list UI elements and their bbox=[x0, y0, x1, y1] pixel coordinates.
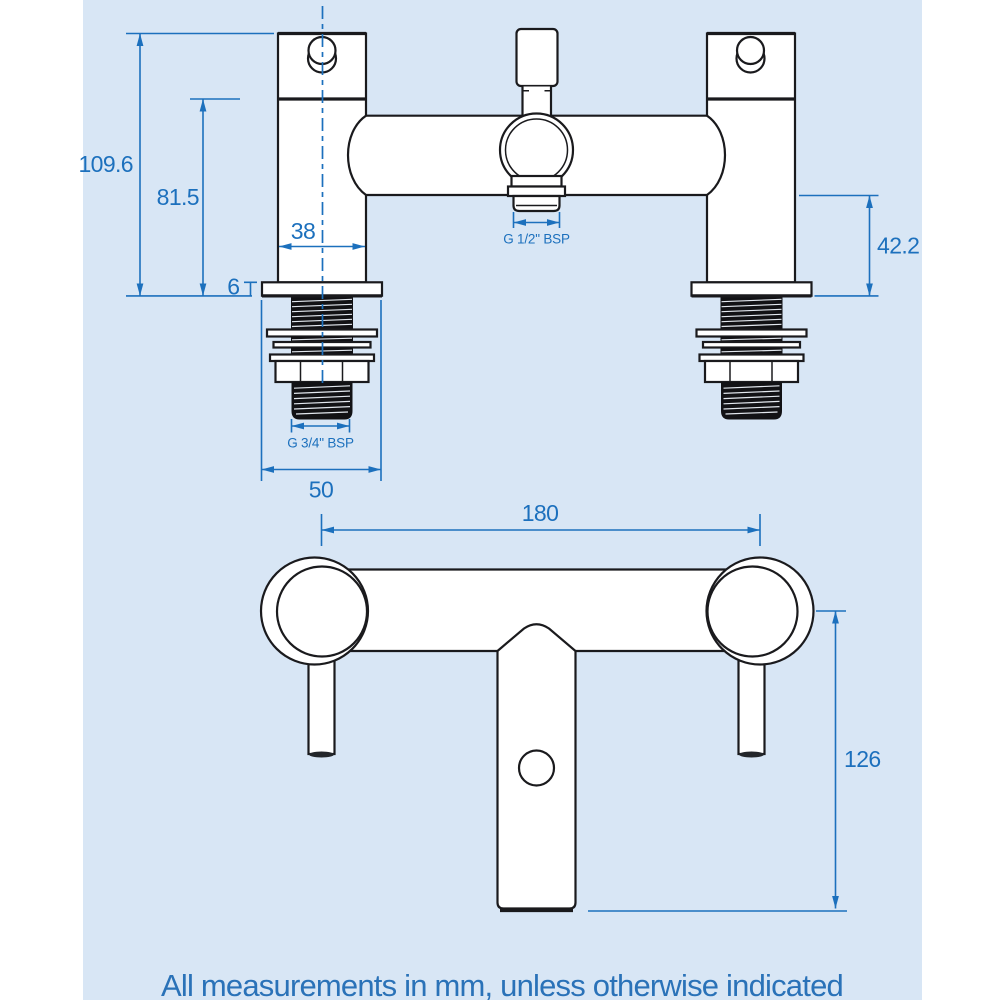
dim-deck-thickness: 6 bbox=[227, 274, 257, 300]
dim-label-shower-outlet-thread: G 1/2" BSP bbox=[503, 232, 570, 247]
right-handle-knob bbox=[735, 35, 766, 74]
dim-label-inlet-thread: G 3/4" BSP bbox=[287, 436, 354, 451]
dim-base-width: 50 bbox=[260, 300, 382, 503]
dim-hole-centres: 180 bbox=[320, 500, 761, 546]
dim-body-height: 81.5 bbox=[157, 98, 240, 296]
dim-label-deck-thickness: 6 bbox=[227, 274, 239, 300]
diverter-knob bbox=[515, 27, 559, 116]
dim-pillar-width: 38 bbox=[279, 218, 365, 250]
dim-shower-outlet-thread: G 1/2" BSP bbox=[503, 212, 570, 247]
plan-right-valve bbox=[705, 556, 815, 666]
plan-spout bbox=[496, 623, 577, 913]
dim-label-tail-height: 42.2 bbox=[877, 233, 919, 259]
front-view-dimensions: 109.6 81.5 38 6 42.2 G 1/2" BSP G bbox=[78, 32, 920, 503]
diverter-hole bbox=[517, 749, 556, 787]
shower-outlet-ball bbox=[498, 112, 575, 213]
plan-beam-edges bbox=[348, 568, 727, 653]
dim-total-height: 109.6 bbox=[78, 32, 274, 297]
left-junction-fillet bbox=[347, 114, 367, 196]
plan-view bbox=[259, 556, 815, 913]
plan-left-valve bbox=[259, 556, 370, 666]
dim-label-total-height: 109.6 bbox=[78, 151, 133, 177]
front-elevation-view bbox=[260, 6, 814, 422]
dim-label-hole-centres: 180 bbox=[522, 500, 559, 526]
dim-label-pillar-width: 38 bbox=[291, 218, 315, 244]
right-junction-fillet bbox=[706, 114, 726, 196]
dim-label-body-height: 81.5 bbox=[157, 184, 199, 210]
footer-note: All measurements in mm, unless otherwise… bbox=[161, 968, 843, 1000]
dim-inlet-thread: G 3/4" BSP bbox=[287, 419, 354, 451]
dim-label-projection: 126 bbox=[844, 746, 881, 772]
dim-projection: 126 bbox=[588, 610, 881, 912]
dim-tail-height: 42.2 bbox=[799, 194, 920, 297]
plan-view-dimensions: 180 126 bbox=[320, 500, 881, 912]
dim-label-base-width: 50 bbox=[309, 477, 333, 503]
